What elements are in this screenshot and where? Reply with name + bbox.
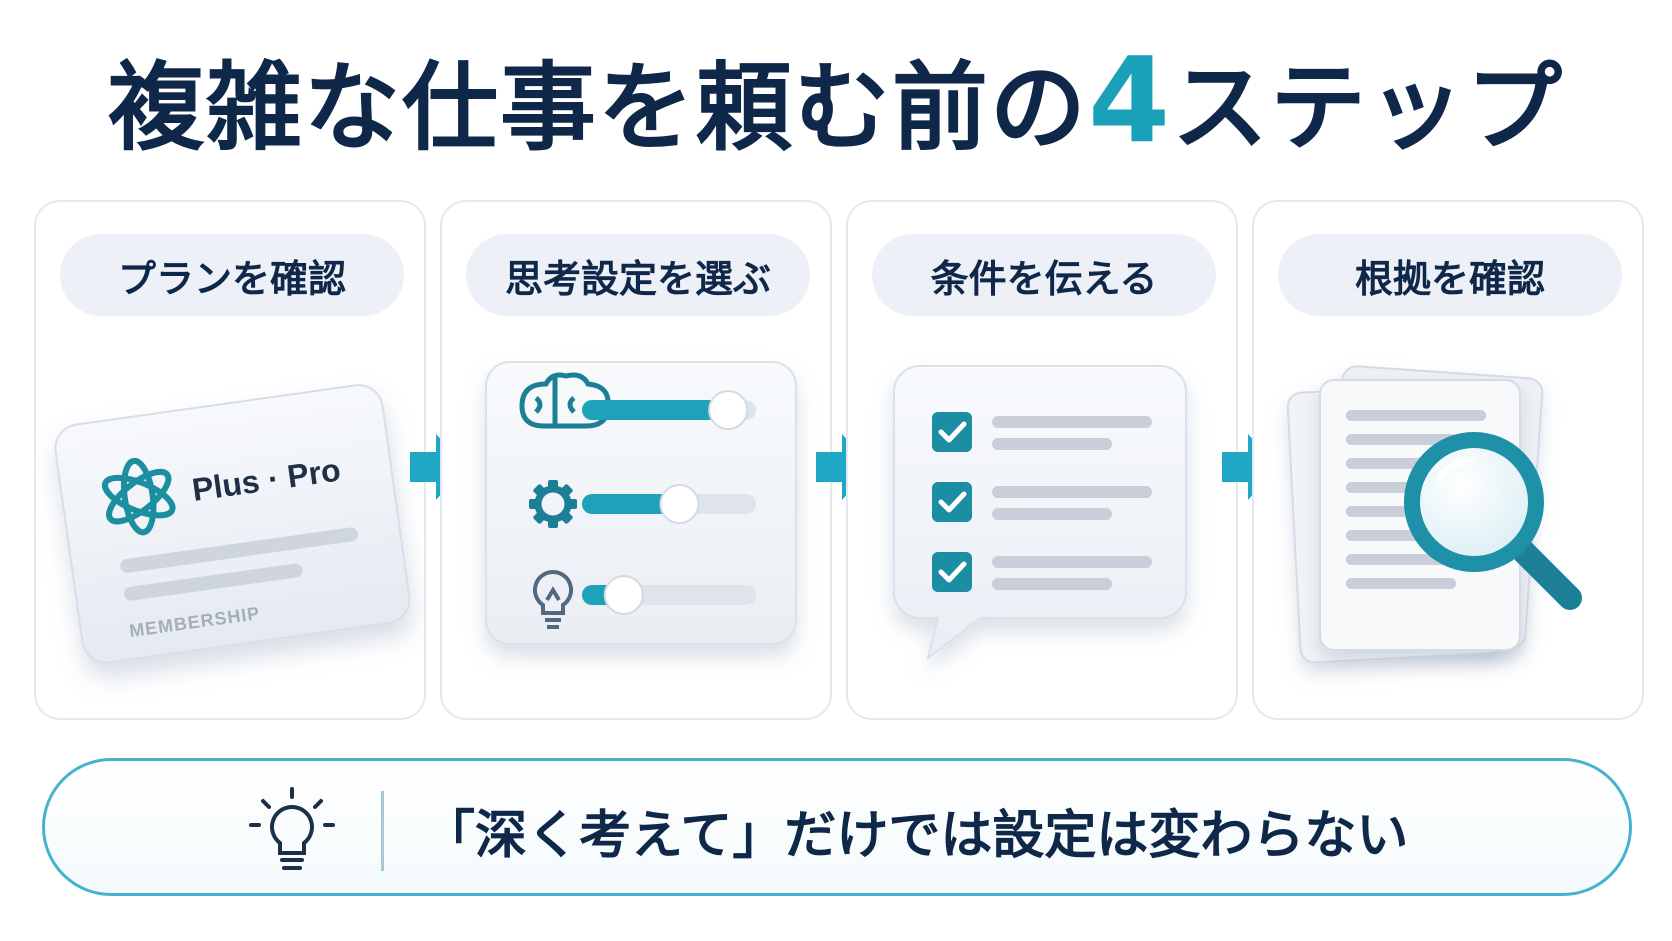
arrow-right-icon	[1222, 434, 1278, 500]
title-main: 複雑な仕事を頼む前の	[107, 52, 1088, 164]
step-label-1: プランを確認	[60, 234, 404, 316]
step-panel-1: プランを確認 Plus · Pro MEMBERSHIP	[34, 200, 426, 720]
title-suffix: ステップ	[1172, 52, 1565, 164]
step-label-4: 根拠を確認	[1278, 234, 1622, 316]
evidence-review-illustration	[1286, 365, 1582, 664]
banner-divider	[381, 791, 384, 871]
page-title: 複雑な仕事を頼む前の4ステップ	[0, 40, 1672, 168]
step-panel-4: 根拠を確認	[1252, 200, 1644, 720]
lightbulb-icon	[532, 569, 574, 629]
thinking-settings-illustration	[485, 361, 797, 645]
step-label-3: 条件を伝える	[872, 234, 1216, 316]
checklist	[932, 412, 1152, 592]
gear-icon	[529, 480, 577, 528]
card-line-2	[124, 563, 303, 601]
slider-fill-2	[582, 494, 680, 514]
arrow-right-icon	[410, 434, 466, 500]
slider-fill-1	[582, 400, 729, 420]
membership-card-illustration: Plus · Pro MEMBERSHIP	[54, 384, 411, 664]
banner-text: 「深く考えて」だけでは設定は変わらない	[423, 805, 1409, 866]
slider-knob-3[interactable]	[603, 575, 644, 615]
checkbox-checked-icon	[932, 552, 972, 592]
arrow-right-icon	[816, 434, 872, 500]
checkbox-checked-icon	[932, 412, 972, 452]
step-label-2: 思考設定を選ぶ	[466, 234, 810, 316]
step-panel-2: 思考設定を選ぶ	[440, 200, 832, 720]
title-number: 4	[1087, 31, 1173, 169]
tip-banner: 「深く考えて」だけでは設定は変わらない	[42, 758, 1632, 896]
step-panel-3: 条件を伝える	[846, 200, 1238, 720]
slider-knob-1[interactable]	[708, 390, 749, 430]
checkbox-checked-icon	[932, 482, 972, 522]
magnifying-glass-icon	[1404, 432, 1582, 610]
conditions-chat-illustration	[893, 365, 1187, 661]
openai-logo-icon	[101, 457, 176, 536]
slider-knob-2[interactable]	[659, 484, 700, 524]
card-line-1	[120, 527, 359, 573]
lightbulb-icon	[249, 787, 335, 870]
